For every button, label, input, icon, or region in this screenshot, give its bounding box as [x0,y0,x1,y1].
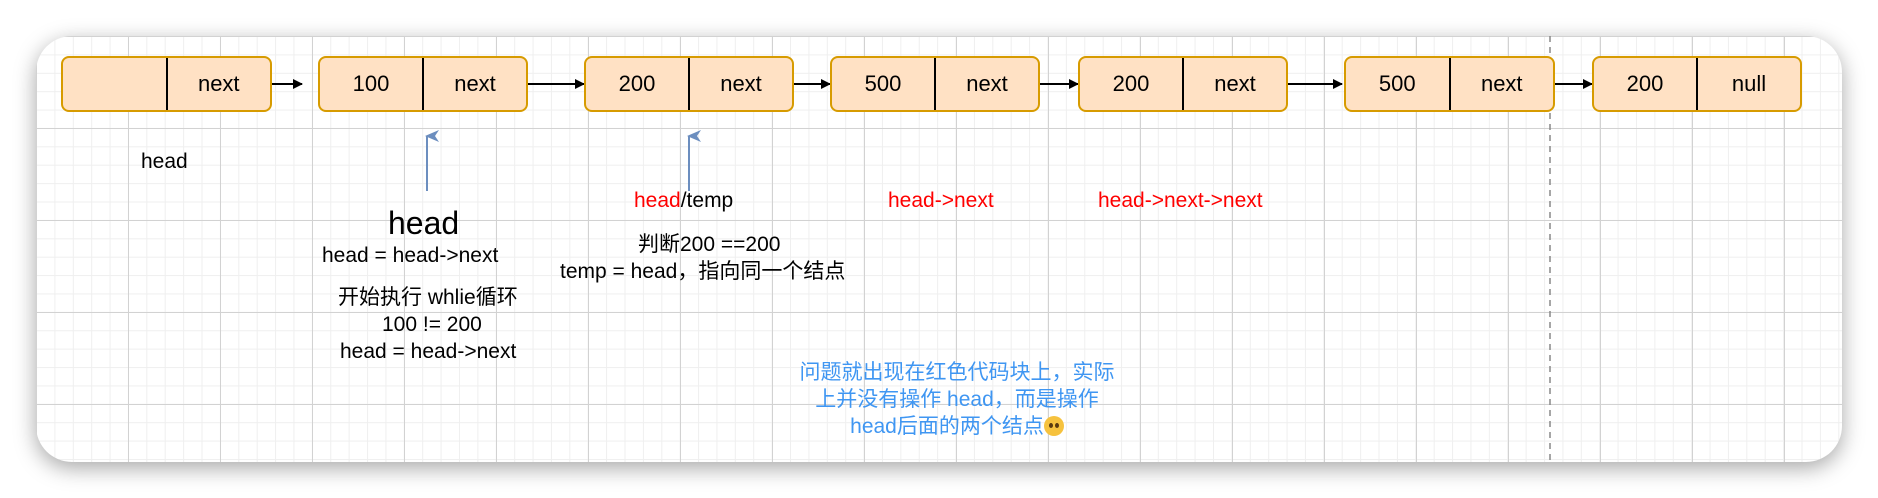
note-text: 问题就出现在红色代码块上，实际 上并没有操作 head，而是操作 head后面的… [782,359,1132,440]
node-next: next [720,71,762,96]
pleading-face-icon [1043,416,1064,436]
note-line-3-wrap: head后面的两个结点 [782,413,1132,440]
label-temp-assign: temp = head，指向同一个结点 [560,260,846,283]
label-head-initial: head [141,150,188,173]
node-value: 100 [320,58,424,110]
label-step1: head = head->next [322,244,499,267]
node-value: 500 [1346,58,1451,110]
node-value: 200 [586,58,690,110]
label-head-next: head->next [888,189,994,212]
node-next: null [1731,71,1767,96]
list-node-5: 200 next [1078,56,1288,112]
node-next: next [1480,71,1523,96]
node-value: 500 [832,58,936,110]
list-node-3: 200 next [584,56,794,112]
list-node-7: 200 null [1592,56,1802,112]
list-node-2: 100 next [318,56,528,112]
label-loop-start: 开始执行 whlie循环 [338,286,518,309]
list-node-1: next [61,56,272,112]
label-condition: 100 != 200 [382,313,482,336]
label-step2: head = head->next [340,340,517,363]
label-head-red: head [634,189,681,212]
note-line-3: head后面的两个结点 [850,415,1044,438]
node-next: next [454,71,496,96]
note-line-1: 问题就出现在红色代码块上，实际 [799,361,1115,384]
node-value: 200 [1594,58,1698,110]
node-value: 200 [1080,58,1184,110]
label-temp-suffix: /temp [680,189,734,212]
note-line-2: 上并没有操作 head，而是操作 [815,388,1099,411]
node-next: next [966,71,1008,96]
node-value [63,58,168,110]
label-head-temp: head/temp [634,189,733,213]
label-judge: 判断200 ==200 [638,233,781,256]
list-node-6: 500 next [1344,56,1555,112]
diagram-canvas: next 100 next 200 next 500 next 200 next… [36,36,1842,462]
label-head-next-next: head->next->next [1098,189,1263,212]
label-head-big: head [388,205,460,241]
node-next: next [1214,71,1256,96]
list-node-4: 500 next [830,56,1040,112]
node-next: next [197,71,240,96]
